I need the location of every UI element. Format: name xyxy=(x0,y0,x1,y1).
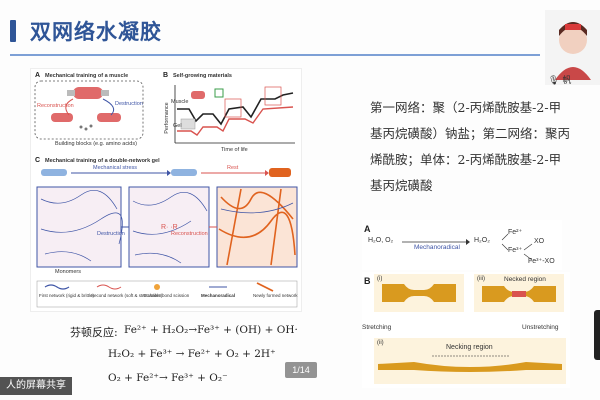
legend-mechanoradical: Mechanoradical xyxy=(201,293,236,298)
xo-label: XO xyxy=(534,238,545,245)
building-blocks-label: Building blocks (e.g. amino acids) xyxy=(55,141,137,147)
performance-label: Performance xyxy=(163,102,170,134)
screen-share-label: 人的屏幕共享 xyxy=(0,377,72,395)
photo-iii: (iii) Necked region xyxy=(474,274,564,312)
fe2-label: Fe²⁺ xyxy=(508,229,523,236)
monomers-label: Monomers xyxy=(55,269,81,275)
legend-bond-scission: Covalent bond scission xyxy=(143,293,190,298)
muscle-label: Muscle xyxy=(171,99,189,105)
panel-a-letter: A xyxy=(35,72,41,79)
legend-new-network: Newly formed network xyxy=(253,293,298,298)
svg-text:R· ·R: R· ·R xyxy=(161,224,178,231)
fe3-xo-label: Fe³⁺-XO xyxy=(528,258,555,265)
photo-iii-label: (iii) xyxy=(477,276,485,282)
gel-stretching-panel: B (i) (iii) Necked region Stretching Uns… xyxy=(362,272,570,388)
edge-handle[interactable] xyxy=(594,310,600,360)
rest-label: Rest xyxy=(227,165,239,171)
destruction2-label: Destruction xyxy=(97,231,125,237)
unstretching-label: Unstretching xyxy=(522,324,559,331)
webcam-thumbnail[interactable] xyxy=(545,10,600,85)
legend-first-network: First network (rigid & brittle) xyxy=(39,293,95,298)
panel-a-title: Mechanical training of a muscle xyxy=(45,73,129,79)
necked-region-label: Necked region xyxy=(504,276,546,283)
mechanical-stress-label: Mechanical stress xyxy=(93,165,138,171)
slide-title: 双网络水凝胶 xyxy=(30,19,162,44)
fe3-label: Fe³⁺ xyxy=(508,247,523,254)
mechanoradical-label: Mechanoradical xyxy=(414,244,460,251)
destruction-label: Destruction xyxy=(115,101,143,107)
gel-dumbbell-i xyxy=(382,284,456,302)
reaction-scheme: A H₂O, O₂ Mechanoradical H₂O₂ Fe²⁺ Fe³⁺ … xyxy=(362,220,562,270)
network-figure: R· ·R A Mechanical training of a muscle … xyxy=(30,68,302,312)
mic-status: 🎙 帆 xyxy=(548,73,571,86)
panel-b-letter: B xyxy=(163,72,169,79)
panel-a-right-letter: A xyxy=(364,224,371,234)
reaction-line-1: Fe²⁺ + H₂O₂→Fe³⁺ + (OH) + OH· xyxy=(124,324,298,336)
muscle-icon xyxy=(51,87,121,122)
gel-label: Gel xyxy=(173,123,182,129)
network-description: 第一网络：聚（2-丙烯酰胺基-2-甲基丙烷磺酸）钠盐；第二网络：聚丙烯酰胺；单体… xyxy=(370,100,571,193)
panel-b-right-letter: B xyxy=(364,276,371,286)
page-indicator: 1/14 xyxy=(285,362,317,378)
participant-name: 帆 xyxy=(562,76,572,86)
h2o2-label: H₂O₂ xyxy=(474,237,490,244)
necking-region-label: Necking region xyxy=(446,344,493,351)
gel-network-panels: R· ·R xyxy=(36,186,298,268)
title-bar: 双网络水凝胶 xyxy=(0,11,600,51)
photo-ii-label: (ii) xyxy=(377,340,384,346)
reaction-line-2: H₂O₂ + Fe³⁺ → Fe²⁺ + O₂ + 2H⁺ xyxy=(108,348,276,360)
panel-b-title: Self-growing materials xyxy=(173,73,232,79)
photo-i: (i) xyxy=(374,274,464,312)
photo-i-label: (i) xyxy=(377,276,383,282)
reactants-label: H₂O, O₂ xyxy=(368,237,394,244)
reconstruction-label: Reconstruction xyxy=(37,103,74,109)
fenton-heading: 芬顿反应: xyxy=(70,326,118,339)
title-divider xyxy=(10,54,540,56)
reaction-line-3: O₂ + Fe²⁺→ Fe³⁺ + O₂⁻ xyxy=(108,372,228,384)
gel-dumbbell-iii xyxy=(482,286,556,302)
reaction-arrows xyxy=(402,233,533,261)
mic-icon: 🎙 xyxy=(548,76,560,86)
stretching-label: Stretching xyxy=(362,324,392,331)
figure-graphic: R· ·R xyxy=(34,80,298,308)
gel-necking-ii xyxy=(378,355,562,372)
title-accent xyxy=(10,20,16,42)
legend-second-network: Second network (soft & stretchable) xyxy=(91,293,163,298)
time-of-life-label: Time of life xyxy=(221,147,248,153)
photo-ii: (ii) Necking region xyxy=(374,338,566,384)
panel-c-letter: C xyxy=(35,157,41,164)
avatar xyxy=(545,10,600,85)
panel-c-title: Mechanical training of a double-network … xyxy=(45,158,160,164)
reconstruction2-label: Reconstruction xyxy=(171,231,208,237)
